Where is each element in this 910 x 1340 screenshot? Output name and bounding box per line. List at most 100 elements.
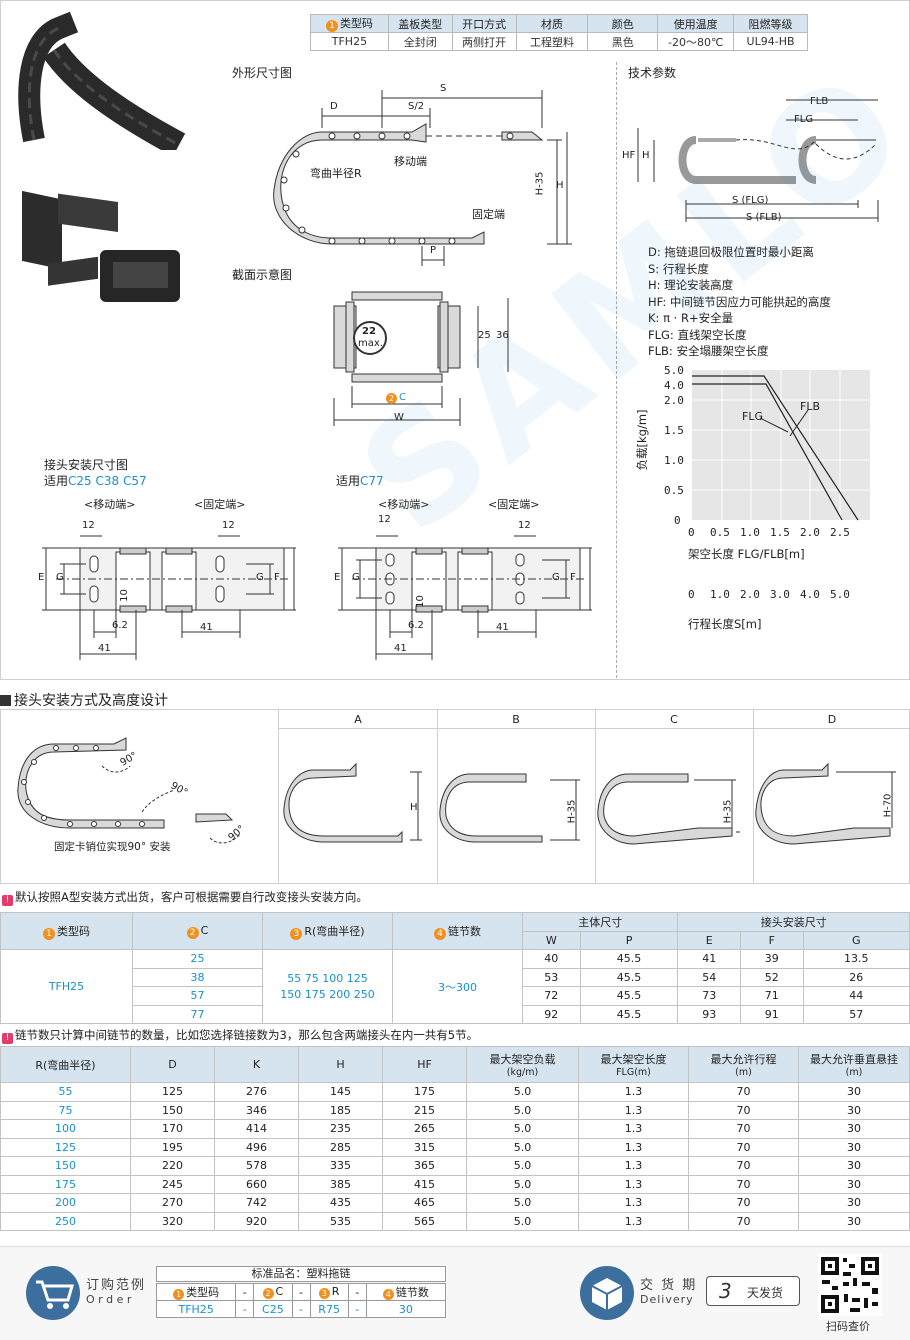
dim-FLG: FLG [794,114,814,125]
x2tick: 5.0 [830,588,850,601]
table-cell: 72 [522,986,581,1006]
table-cell: 315 [382,1137,467,1157]
moving-end-label: 移动端 [394,155,427,168]
config-subheader: P [579,930,679,950]
config-header-conn: 接头安装尺寸 [677,912,910,932]
table-cell: 1.3 [578,1119,689,1139]
table-cell: 320 [130,1211,215,1231]
perf-header: 最大架空负载(kg/m) [466,1046,579,1083]
table-cell: 71 [740,986,804,1006]
table-cell: 70 [688,1100,799,1120]
sec-dim-22: 22 [362,326,376,337]
definition-item: K: π · R+安全量 [648,311,734,325]
table-cell: 5.0 [466,1174,579,1194]
table-cell: 335 [298,1156,383,1176]
table-cell: 385 [298,1174,383,1194]
table-cell: 30 [798,1174,910,1194]
table-cell: 30 [798,1100,910,1120]
ytick: 1.5 [664,424,684,437]
table-row: 38 53 45.5 54 52 26 [1,967,910,987]
perf-r-cell: 200 [0,1193,131,1213]
grid-divider [437,709,438,884]
perf-header: D [130,1046,215,1083]
config-c-cell: 38 [132,967,263,987]
conn-b-dim-G: G [552,572,560,583]
vertical-divider [616,62,617,678]
table-cell: 1.3 [578,1100,689,1120]
order-sep: - [347,1300,367,1318]
tech-title: 技术参数 [628,66,677,80]
install-variants-drawing [283,762,896,845]
table-cell: 54 [677,967,741,987]
qr-code-icon [818,1254,882,1316]
table-cell: 1.3 [578,1211,689,1231]
table-cell: 45.5 [579,949,679,969]
connector-moving-end-a: <移动端> [84,498,136,511]
config-subheader-row: W P E F G [1,930,910,950]
conn-b-dim-12: 12 [518,520,531,531]
config-subheader: W [522,930,581,950]
config-subheader: F [740,930,804,950]
delivery-days: 3 [719,1279,732,1303]
table-cell: 5.0 [466,1100,579,1120]
connector-fixed-end-b: <固定端> [488,498,540,511]
table-cell: 5.0 [466,1193,579,1213]
conn-b-dim-62: 6.2 [408,620,424,631]
install-col-label: C [670,713,678,726]
definitions-list: D: 拖链退回极限位置时最小距离 S: 行程长度 H: 理论安装高度 HF: 中… [648,244,831,360]
cart-icon [26,1266,80,1320]
chart-x2label: 行程长度S[m] [688,617,761,631]
dim-P: P [430,245,437,256]
conn-b-dim-G: G [352,572,360,583]
ytick: 0.5 [664,484,684,497]
note-default-install: !默认按照A型安装方式出货，客户可根据需要自行改变接头安装方向。 [2,889,368,906]
table-cell: 70 [688,1156,799,1176]
perf-header: K [214,1046,299,1083]
install-caption: 固定卡销位实现90° 安装 [54,841,171,853]
x2tick: 1.0 [710,588,730,601]
definition-item: FLB: 安全塌腰架空长度 [648,344,769,358]
dim-S2: S/2 [408,101,425,112]
definition-item: D: 拖链退回极限位置时最小距离 [648,245,814,259]
definition-item: HF: 中间链节因应力可能拱起的高度 [648,294,831,309]
table-cell: 5.0 [466,1137,579,1157]
table-cell: 91 [740,1004,804,1024]
perf-r-cell: 100 [0,1119,131,1139]
connector-drawing-b [338,535,592,660]
perf-r-cell: 250 [0,1211,131,1231]
perf-header: 最大允许行程(m) [688,1046,799,1083]
square-bullet-icon [0,695,11,706]
badge-2-icon: 2 [386,393,397,404]
warning-icon: ! [2,1033,13,1044]
xtick: 1.5 [770,526,790,539]
sec-dim-max: max. [358,338,383,349]
xtick: 0 [688,526,695,539]
install-col-label: D [827,713,837,726]
order-sep: - [291,1283,311,1301]
outline-drawing [273,90,572,266]
table-cell: 285 [298,1137,383,1157]
xtick: 2.5 [830,526,850,539]
conn-b-dim-41: 41 [496,622,509,633]
delivery-box-icon [580,1266,634,1320]
perf-r-cell: 125 [0,1137,131,1157]
table-cell: 170 [130,1119,215,1139]
section-title: 截面示意图 [232,268,293,282]
perf-header: R(弯曲半径) [0,1046,131,1083]
chart-xlabel: 架空长度 FLG/FLB[m] [688,547,805,561]
definition-item: FLG: 直线架空长度 [648,327,747,342]
series-flb-line [692,375,859,521]
table-cell: 496 [214,1137,299,1157]
dim-SFLB: S (FLB) [746,212,782,223]
order-value: C25 [253,1300,293,1318]
table-cell: 215 [382,1100,467,1120]
table-cell: 40 [522,949,581,969]
dim-FLB: FLB [810,96,829,107]
